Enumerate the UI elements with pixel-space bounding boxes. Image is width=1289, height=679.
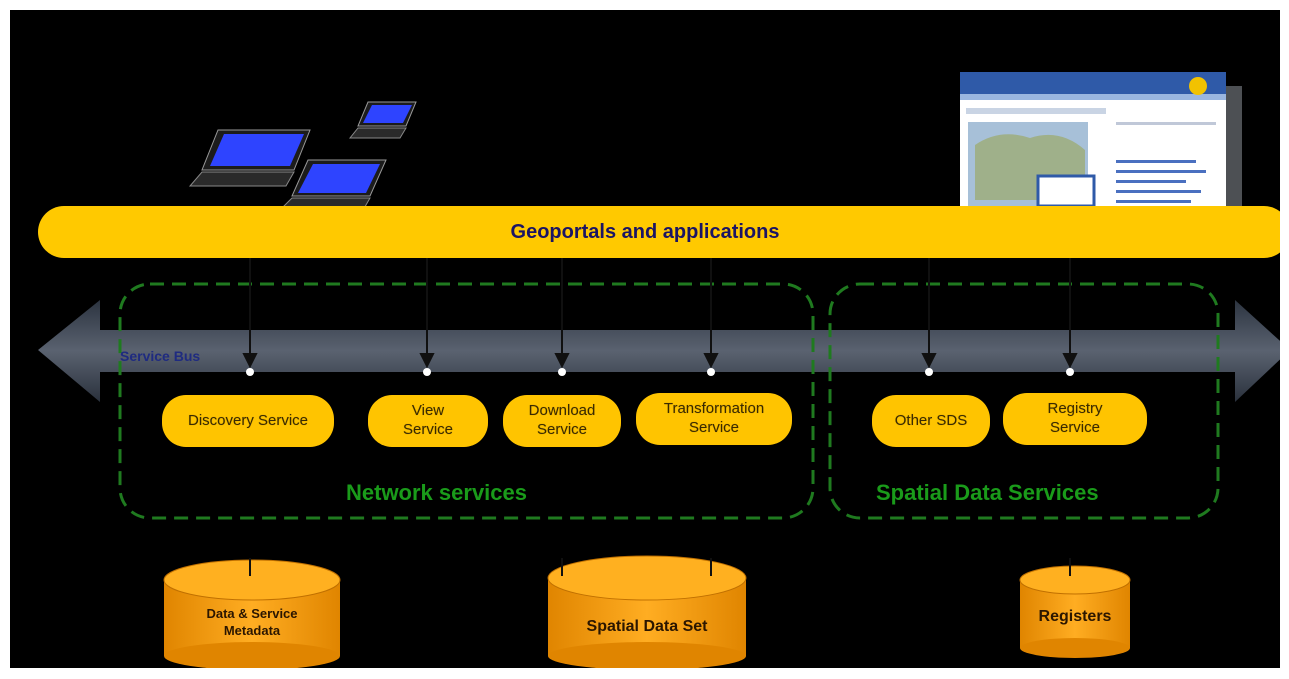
service-bus-label: Service Bus [120, 348, 201, 364]
metadata-store-label: Data & Service Metadata [206, 606, 298, 638]
geoportals-band [38, 206, 1280, 258]
transformation-service-node: Transformation Service [636, 393, 792, 445]
download-service-node: Download Service [503, 395, 621, 447]
discovery-service-node: Discovery Service [162, 395, 334, 447]
spatial-dataset-database-icon [547, 555, 747, 668]
registry-service-node: Registry Service [1003, 393, 1147, 445]
registers-database-icon [1019, 558, 1131, 658]
geoportals-band-title: Geoportals and applications [510, 221, 780, 243]
metadata-database-icon [163, 558, 341, 668]
network-services-label: Network services [346, 480, 527, 505]
other-sds-node: Other SDS [872, 395, 990, 447]
diagram-canvas: Geoportals and applications Service Bus … [10, 10, 1280, 668]
spatial-data-services-label: Spatial Data Services [876, 480, 1099, 505]
spatial-data-services-group [828, 282, 1220, 520]
view-service-node: View Service [368, 395, 488, 447]
network-services-group [118, 282, 815, 520]
diagram-graphics [38, 72, 1280, 668]
spatial-data-set-label: Spatial Data Set [586, 618, 708, 635]
registers-label: Registers [1038, 608, 1112, 625]
laptop-icon [348, 101, 417, 139]
service-bus-arrow [38, 300, 1280, 402]
laptop-icon [188, 129, 311, 187]
